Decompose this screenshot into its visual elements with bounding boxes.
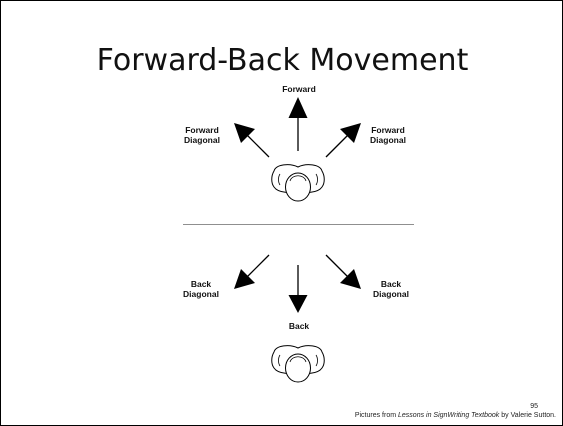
- arrow-down-right-icon: [325, 254, 361, 289]
- label-forward-diagonal-right-line1: Forward: [371, 125, 405, 135]
- head-shoulders-icon: [271, 164, 325, 202]
- label-forward-diagonal-right: Forward Diagonal: [363, 125, 413, 145]
- credit-book-title: Lessons in SignWriting Textbook: [398, 412, 500, 419]
- head-shoulders-icon: [271, 345, 325, 383]
- label-forward-diagonal-right-line2: Diagonal: [370, 135, 406, 145]
- label-forward-diagonal-left-line2: Diagonal: [184, 135, 220, 145]
- label-forward-diagonal-left: Forward Diagonal: [177, 125, 227, 145]
- label-back-diagonal-right-line1: Back: [380, 279, 402, 289]
- label-back-diagonal-left: Back Diagonal: [179, 279, 223, 299]
- credit-suffix: by Valerie Sutton.: [499, 412, 556, 419]
- image-credit: Pictures from Lessons in SignWriting Tex…: [355, 412, 556, 419]
- label-forward: Forward: [282, 84, 316, 94]
- label-back-diagonal-right: Back Diagonal: [369, 279, 413, 299]
- section-divider: [183, 224, 414, 225]
- label-forward-diagonal-left-line1: Forward: [185, 125, 219, 135]
- slide-title: Forward-Back Movement: [96, 43, 469, 78]
- arrow-up-right-icon: [325, 123, 361, 158]
- arrow-up-icon: [288, 97, 308, 151]
- label-back: Back: [288, 321, 310, 331]
- label-back-diagonal-right-line2: Diagonal: [373, 289, 409, 299]
- page-number: 95: [530, 403, 538, 410]
- credit-prefix: Pictures from: [354, 412, 399, 419]
- label-back-diagonal-left-line1: Back: [190, 279, 212, 289]
- arrow-up-left-icon: [234, 123, 270, 158]
- label-back-diagonal-left-line2: Diagonal: [183, 289, 219, 299]
- arrow-down-icon: [288, 265, 308, 313]
- arrow-down-left-icon: [234, 254, 270, 289]
